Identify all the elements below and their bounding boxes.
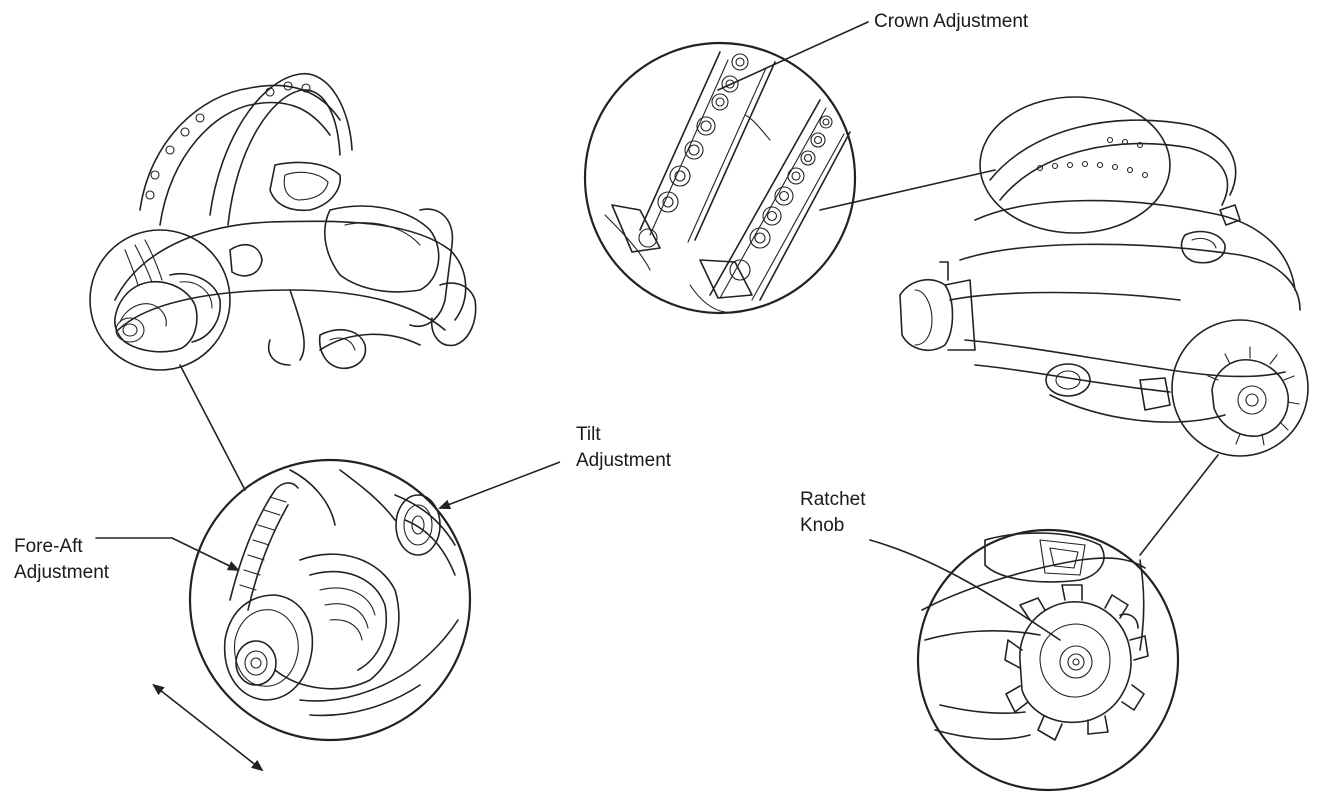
ratchet-knob-small: [1171, 319, 1309, 457]
fore-aft-leader-arrow: [95, 537, 240, 571]
crown-connector-line: [819, 169, 996, 211]
right-headgear-illustration: [899, 96, 1301, 423]
magnify-connector-line: [179, 364, 246, 491]
tilt-label-line2: Adjustment: [576, 450, 672, 471]
crown-adjustment-label: Crown Adjustment: [874, 11, 1029, 32]
tilt-leader-arrow: [438, 461, 561, 510]
crown-leader-line: [717, 21, 869, 91]
ratchet-knob-detail-circle: [916, 528, 1180, 792]
ratchet-label-line1: Ratchet: [800, 489, 866, 510]
fore-aft-label-line1: Fore-Aft: [14, 536, 83, 557]
fore-aft-direction-arrow: [152, 683, 264, 772]
ratchet-label-line2: Knob: [800, 515, 844, 536]
fore-aft-label-line2: Adjustment: [14, 562, 110, 583]
fore-aft-tilt-detail-circle: [188, 458, 472, 742]
ratchet-leader-line: [869, 539, 1061, 641]
ratchet-connector-line: [1139, 454, 1219, 556]
crown-detail-circle: [583, 41, 857, 315]
left-headgear-illustration: [89, 73, 477, 371]
tilt-label-line1: Tilt: [576, 424, 601, 445]
